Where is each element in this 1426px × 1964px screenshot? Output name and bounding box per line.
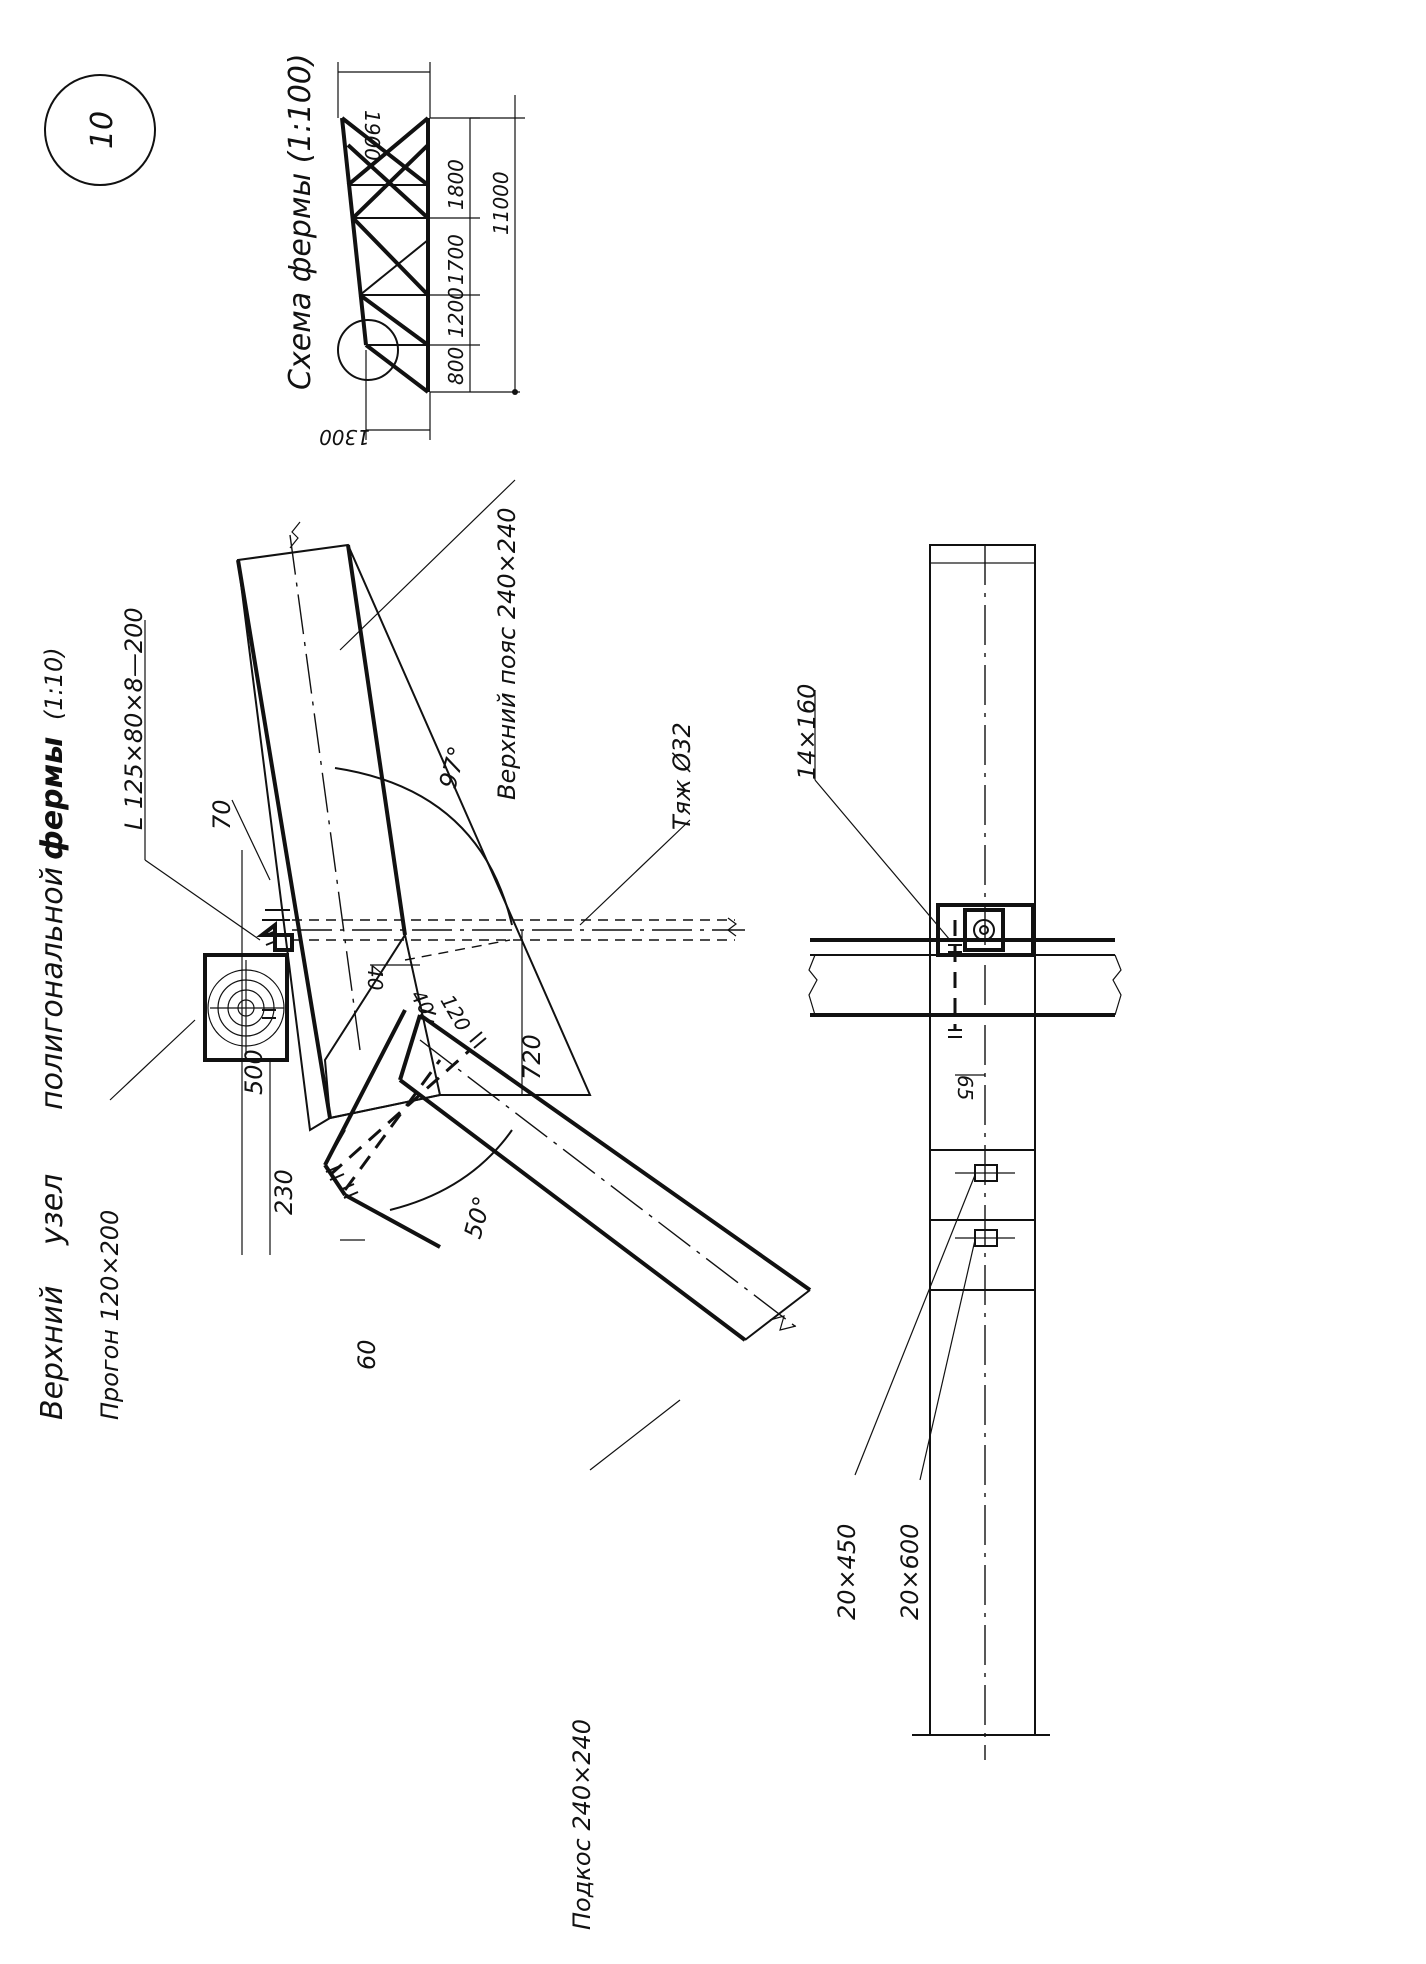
leader-top-chord [339,479,516,651]
panel-1800: 1800 [444,159,468,210]
top-chord-edge-a [236,559,332,1119]
scheme-title: Схема фермы (1:100) [283,53,318,390]
brace-edge-a [418,1013,812,1292]
bolt-marks [262,930,487,1199]
diagonal-4 [351,143,430,220]
leader-tie [579,819,691,926]
panel-1200: 1200 [444,287,468,338]
sheet-number: 10 [44,74,156,186]
label-50: 50° [459,1193,497,1241]
purlin-break-left [808,954,818,1016]
title-scale: (1:10) [40,647,68,720]
dim-500: 500 [240,1049,268,1095]
truss-scheme: Схема фермы (1:100) 1900 1300 [283,53,525,449]
top-chord-axis [289,534,361,1051]
dim-60: 60 [353,1339,381,1370]
node-highlight-circle [337,319,399,381]
dim-1900: 1900 [360,110,384,161]
diagonal-2 [346,116,430,187]
panel-1700: 1700 [444,234,468,285]
hidden-line-1 [404,939,511,961]
title-word-1: Верхний [35,1286,70,1420]
cut-edge-1 [323,1009,407,1166]
leader-brace [589,1399,681,1471]
diagonal-7 [359,239,429,296]
leader-angle [144,859,261,941]
purlin-wood-grain [207,960,285,1055]
angle-label: L 125×80×8—200 [120,607,148,830]
cut-edge-3 [344,1193,441,1249]
leader-purlin [109,1019,196,1101]
end-brace [364,343,430,394]
plate-label: 14×160 [793,684,821,780]
top-chord [340,117,368,346]
diagonal-6 [358,293,430,347]
plan-bolt-mark-b [948,1029,962,1038]
dim-230: 230 [270,1169,298,1215]
plan-view: 65 14×160 20×450 20×600 [793,544,1122,1760]
break-mark-top [289,521,301,549]
brace-axis [419,1039,801,1331]
sheet-number-text: 10 [85,111,120,149]
brace-label: Подкос 240×240 [568,1719,596,1930]
arc-97 [334,767,513,926]
main-title: Верхний узел полигональной фермы (1:10) [35,647,70,1420]
cut-edge-4 [324,1129,346,1166]
diagonal-5 [351,216,430,297]
sheet-number-circle [44,74,156,186]
tie-break [727,917,737,937]
arc-50 [389,1129,513,1211]
nut-outer [973,919,995,941]
top-chord-end [323,932,442,1120]
nut-inner [979,925,989,935]
dim-40a: 40 [363,965,387,990]
leader-bolt-2 [919,1239,976,1481]
dim-720: 720 [518,1034,546,1080]
brace-cut [744,1289,811,1341]
span-dot [512,389,518,395]
node-detail: 97° 50° 40 40 120 720 500 230 60 Прогон … [96,479,812,1930]
bolt-1-label: 20×450 [833,1524,861,1620]
leader-70 [231,799,271,881]
brace-edge-b [398,1078,747,1342]
tie-label: Тяж Ø32 [668,722,696,830]
span-11000: 11000 [489,171,513,235]
top-chord-label: Верхний пояс 240×240 [493,507,521,800]
plan-end-grain [929,544,1036,564]
panel-800: 800 [444,347,468,385]
title-word-4: фермы [35,737,70,860]
break-mark-brace [769,1315,797,1331]
purlin-break-right [1112,954,1122,1016]
title-word-3: полигональной [35,867,70,1110]
dim-1300: 1300 [319,425,370,449]
washer [963,908,1005,952]
plan-bolt-mark-a [948,944,962,953]
bolt-dash-2 [343,1059,442,1191]
brace-end [398,1014,422,1081]
dim-65: 65 [953,1075,977,1100]
angle-dim-70: 70 [208,799,236,830]
plan-member [929,544,1036,1736]
bolt-dash-1 [329,1048,471,1177]
title-word-2: узел [35,1174,70,1246]
leader-plate [814,779,951,941]
plate-14x160 [936,903,1035,957]
steel-angle [256,920,294,952]
leader-bolt-1 [854,1174,976,1476]
purlin-section [203,953,289,1062]
bolt-2-label: 20×600 [896,1524,924,1620]
purlin-label: Прогон 120×200 [96,1210,124,1420]
top-chord-edge-b [346,544,407,936]
